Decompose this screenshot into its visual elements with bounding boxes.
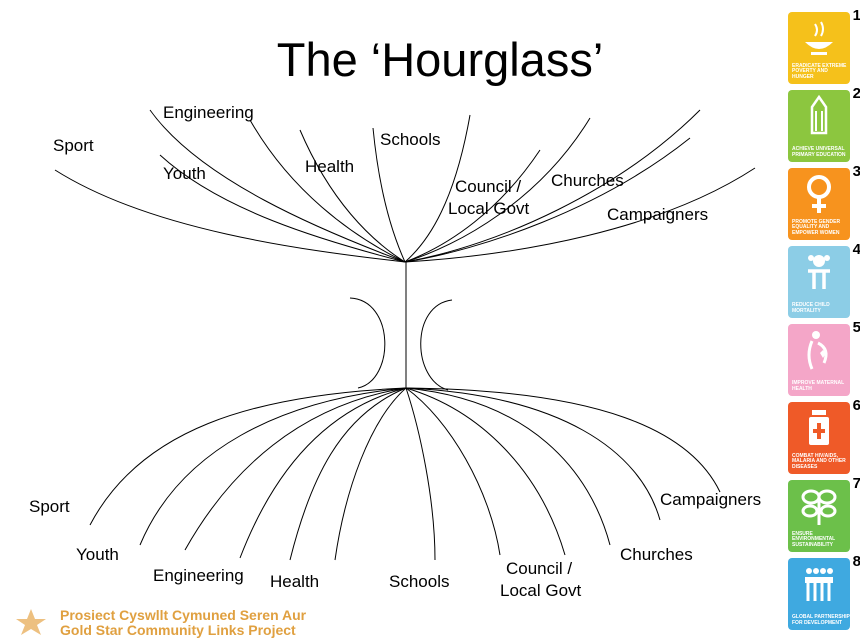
page-title: The ‘Hourglass’ xyxy=(276,33,604,86)
mdg-goal-number: 3 xyxy=(852,163,860,180)
mdg-goal-number: 4 xyxy=(852,241,860,258)
top-label-sport: Sport xyxy=(53,136,94,155)
bottom-curve-campaigners xyxy=(405,387,721,493)
bottom-label-sport: Sport xyxy=(29,497,70,516)
top-label-schools: Schools xyxy=(380,130,441,149)
bottom-label-schools: Schools xyxy=(389,572,450,591)
bottom-curve-council xyxy=(405,387,566,556)
top-label-engineering: Engineering xyxy=(163,103,254,122)
mdg-goal-number: 6 xyxy=(852,397,860,414)
top-label-council: Council / Local Govt xyxy=(448,176,529,220)
top-label-council-line2: Local Govt xyxy=(448,199,530,218)
top-label-health: Health xyxy=(305,157,355,176)
pencil-icon xyxy=(788,94,850,138)
bottom-curve-mid xyxy=(405,387,501,556)
child-icon xyxy=(788,250,850,294)
people-icon xyxy=(788,562,850,606)
bottom-label-churches: Churches xyxy=(620,545,693,564)
top-curve-health xyxy=(299,129,406,263)
hourglass-diagram xyxy=(54,109,756,561)
bottom-label-council-line2: Local Govt xyxy=(500,581,582,600)
bottom-curve-youth xyxy=(139,387,407,546)
top-label-youth: Youth xyxy=(163,164,206,183)
top-curve-campaigners xyxy=(404,167,756,263)
top-curve-right1 xyxy=(404,149,541,263)
mdg-goal-caption: PROMOTE GENDER EQUALITY AND EMPOWER WOME… xyxy=(792,218,841,236)
female-icon xyxy=(788,172,850,216)
top-curve-council xyxy=(404,114,471,263)
bottom-label-youth: Youth xyxy=(76,545,119,564)
footer-line1: Prosiect Cyswllt Cymuned Seren Aur xyxy=(60,607,307,623)
mdg-goal-caption: ENSURE ENVIRONMENTAL SUSTAINABILITY xyxy=(792,530,836,548)
bottom-curve-sport xyxy=(89,387,407,526)
bottom-curve-health xyxy=(334,387,407,561)
bottom-curve-right2 xyxy=(405,387,661,521)
top-label-council-line1: Council / xyxy=(455,177,522,196)
mdg-goal-number: 2 xyxy=(852,85,860,102)
mdg-goal-caption: GLOBAL PARTNERSHIP FOR DEVELOPMENT xyxy=(792,614,850,626)
mdg-goal-number: 8 xyxy=(852,553,860,570)
bottom-label-council-line1: Council / xyxy=(506,559,573,578)
bowl-icon xyxy=(788,16,850,60)
mdg-goal-number: 7 xyxy=(852,475,860,492)
top-curve-right2 xyxy=(404,109,701,263)
bottom-curve-left3 xyxy=(184,387,407,551)
bottom-curve-schools xyxy=(405,387,436,561)
star-logo-icon xyxy=(16,609,46,635)
top-curve-sport xyxy=(54,169,406,263)
mdg-goal-caption: REDUCE CHILD MORTALITY xyxy=(792,302,830,314)
mdg-goal-caption: ACHIEVE UNIVERSAL PRIMARY EDUCATION xyxy=(792,146,846,158)
bottom-curve-churches xyxy=(405,387,611,546)
bottom-curve-left5 xyxy=(289,387,407,561)
bottom-curve-engineering xyxy=(239,387,407,559)
top-curve-churches xyxy=(404,117,591,263)
top-curve-left4 xyxy=(249,119,406,263)
top-curve-schools xyxy=(372,127,406,263)
mother-icon xyxy=(788,328,850,372)
bottom-label-campaigners: Campaigners xyxy=(660,490,762,509)
bottom-label-engineering: Engineering xyxy=(153,566,244,585)
bottom-label-health: Health xyxy=(270,572,320,591)
medicine-icon xyxy=(788,406,850,450)
footer-line2: Gold Star Community Links Project xyxy=(60,622,296,638)
mdg-goal-caption: ERADICATE EXTREME POVERTY AND HUNGER xyxy=(792,62,847,80)
top-curve-youth xyxy=(159,154,406,263)
top-curve-engineering xyxy=(149,109,406,263)
neck-bracket-left xyxy=(349,297,386,389)
footer-text: Prosiect Cyswllt Cymuned Seren Aur Gold … xyxy=(60,608,306,638)
mdg-goal-number: 5 xyxy=(852,319,860,336)
neck-bracket-right xyxy=(420,299,453,391)
mdg-goal-number: 1 xyxy=(852,7,860,24)
top-curve-right3 xyxy=(404,137,691,263)
mdg-goal-caption: COMBAT HIV/AIDS, MALARIA AND OTHER DISEA… xyxy=(792,452,846,470)
mdg-goal-caption: IMPROVE MATERNAL HEALTH xyxy=(792,380,845,392)
top-label-churches: Churches xyxy=(551,171,624,190)
top-label-campaigners: Campaigners xyxy=(607,205,709,224)
bottom-label-council: Council / Local Govt xyxy=(500,558,581,602)
plant-icon xyxy=(788,484,850,528)
